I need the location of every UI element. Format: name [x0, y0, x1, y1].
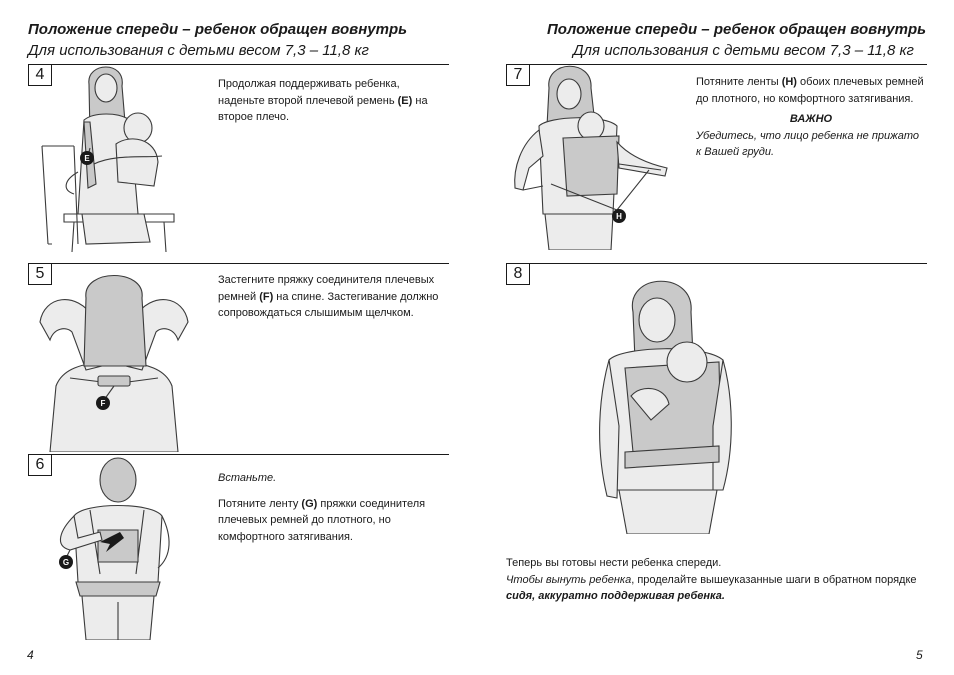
step-4-illustration: E — [41, 66, 175, 253]
badge-f-icon — [96, 396, 110, 410]
svg-text:H: H — [616, 212, 622, 221]
svg-text:E: E — [84, 154, 90, 163]
step-6-instruction: Встаньте. Потяните ленту (G) пряжки соед… — [218, 472, 426, 543]
badge-h-icon — [612, 209, 626, 223]
left-page-subtitle: Для использования с детьми весом 7,3 – 1… — [28, 42, 369, 59]
svg-text:G: G — [63, 558, 69, 567]
step-7-illustration: H — [514, 65, 668, 250]
step-5-number: 5 — [28, 263, 52, 285]
svg-text:F: F — [101, 399, 106, 408]
right-page-title: Положение спереди – ребенок обращен вовн… — [547, 21, 927, 38]
step-7-instruction: Потяните ленты (H) обоих плечевых ремней… — [696, 74, 926, 161]
step-8-divider — [506, 263, 927, 264]
pull-arrow-icon — [100, 532, 124, 552]
badge-g-icon — [59, 555, 73, 569]
step-8-number: 8 — [506, 263, 530, 285]
step-4-instruction: Продолжая поддерживать ребенка, наденьте… — [218, 78, 428, 123]
step-6-divider — [28, 454, 449, 455]
right-page: Положение спереди – ребенок обращен вовн… — [477, 0, 954, 675]
step-7-number: 7 — [506, 64, 530, 86]
step-5-illustration: F — [39, 274, 189, 452]
step-6-number: 6 — [28, 454, 52, 476]
final-instructions: Теперь вы готовы нести ребенка спереди. … — [506, 557, 917, 602]
badge-e-icon — [80, 151, 94, 165]
step-7-divider — [506, 64, 927, 65]
left-page-number: 4 — [27, 648, 34, 662]
right-page-number: 5 — [916, 648, 923, 662]
left-page-title: Положение спереди – ребенок обращен вовн… — [28, 21, 408, 38]
right-page-subtitle: Для использования с детьми весом 7,3 – 1… — [573, 42, 914, 59]
left-page: Положение спереди – ребенок обращен вовн… — [27, 21, 449, 662]
important-note: Убедитесь, что лицо ребенка не прижато к… — [696, 129, 919, 159]
step-5-instruction: Застегните пряжку соединителя плечевых р… — [218, 274, 439, 319]
step-8-illustration — [599, 280, 732, 534]
step-6-illustration: G — [59, 457, 170, 640]
important-label: ВАЖНО — [789, 113, 833, 125]
step-4-number: 4 — [28, 64, 52, 86]
step-4-divider — [28, 64, 449, 65]
step-5-divider — [28, 263, 449, 264]
